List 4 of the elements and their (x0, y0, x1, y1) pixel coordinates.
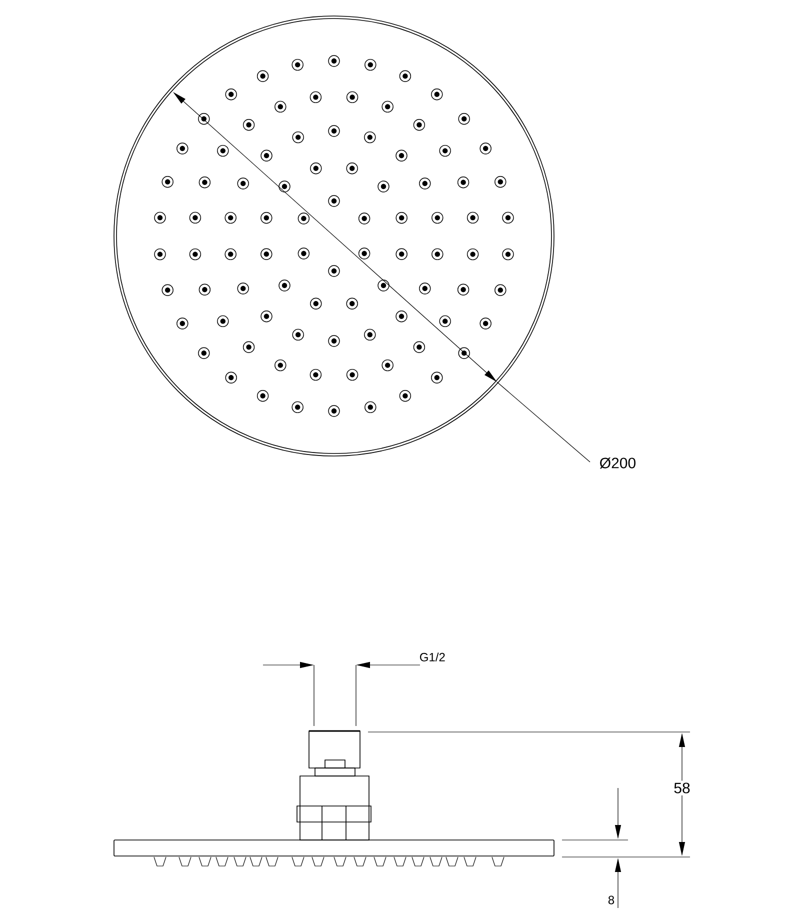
dimension-label: 58 (672, 780, 692, 796)
dimension-label: G1/2 (420, 652, 445, 662)
dimension-label: 8 (608, 896, 614, 904)
dimension-label: Ø200 (600, 457, 636, 469)
